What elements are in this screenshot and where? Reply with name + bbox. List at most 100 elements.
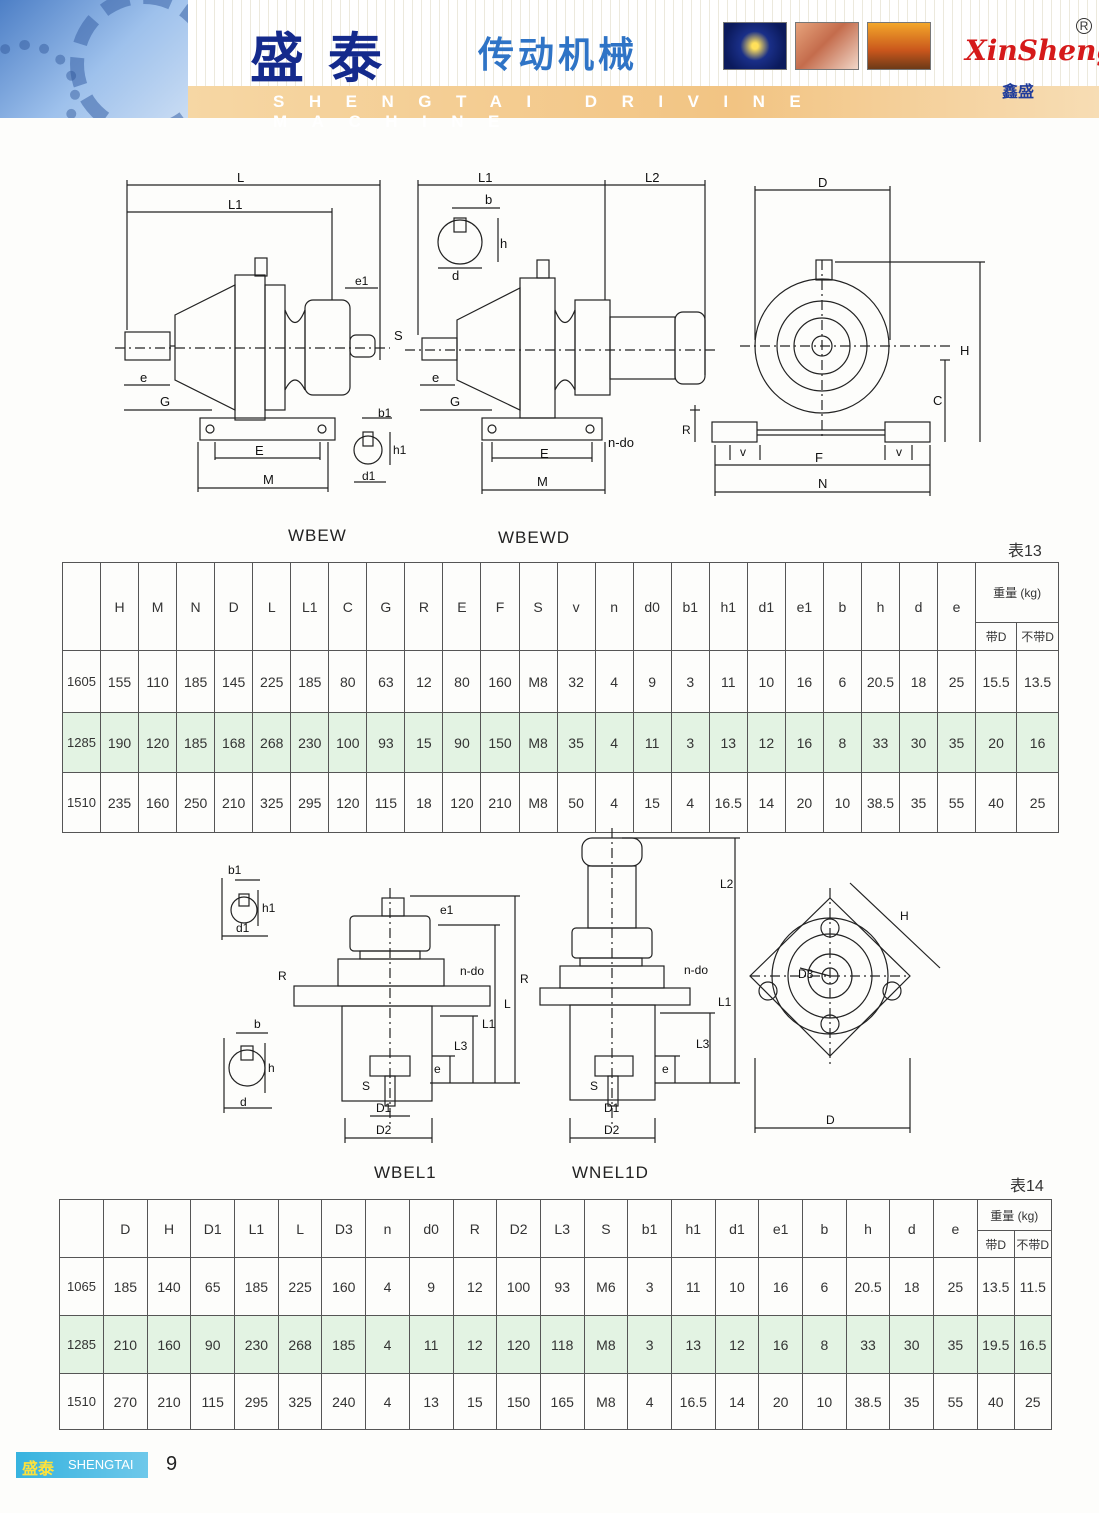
dim-h1: h1 [393,443,407,457]
table-cell: 120 [138,712,178,773]
table-cell: 32 [556,650,596,713]
table-cell: 25 [937,650,977,713]
table-cell: 120 [442,772,482,833]
col-header: R [452,1199,498,1258]
brand-logo-cn: 鑫盛 [1002,84,1035,101]
col-header: D3 [321,1199,367,1258]
table-cell: 185 [176,712,216,773]
table-cell: 11 [670,1257,716,1316]
dim-S: S [362,1079,370,1093]
table-cell: 10 [802,1373,847,1430]
table-cell: 230 [290,712,330,773]
col-header: b1 [670,562,710,651]
table-cell: 3 [627,1315,672,1374]
table-cell: 160 [146,1315,192,1374]
col-header: H [99,562,140,651]
col-header: n [594,562,634,651]
table-cell: 20 [758,1373,803,1430]
dim-n-do: n-do [608,435,634,450]
dim-h: h [500,236,507,251]
keyboard-photo [795,22,859,70]
table-cell: 16 [784,650,824,713]
col-header: b [822,562,862,651]
table-cell: 13 [408,1373,454,1430]
weight-with-d: 带D [976,1230,1015,1258]
table-cell: 190 [99,712,140,773]
table-cell: 185 [176,650,216,713]
bottom-labels: b1 h1 d1 b h d e1 R n-do L L1 L3 e S D1 … [228,863,909,1137]
col-header: h1 [670,1199,716,1258]
table-cell: 295 [234,1373,279,1430]
caption-wbel1: WBEL1 [374,1163,437,1182]
table-cell: 210 [103,1315,148,1374]
table14-label: 表14 [1010,1178,1044,1195]
table-cell: 240 [321,1373,367,1430]
weight-without-d: 不带D [1016,622,1060,651]
table-cell: 4 [365,1257,410,1316]
table14-corner [59,1199,104,1258]
dim-L1-b: L1 [478,170,492,185]
dim-e-b: e [432,370,439,385]
wbew-side-view [115,180,392,492]
table-cell: 90 [190,1315,236,1374]
table-cell: 15 [452,1373,498,1430]
table-cell: 185 [234,1257,279,1316]
dim-L: L [504,997,511,1011]
weight-without-d-cell: 13.5 [1016,650,1060,713]
wnel1d-view [539,828,740,1143]
table13-label: 表13 [1008,543,1042,560]
table-cell: 20.5 [860,650,900,713]
table-cell: M8 [518,712,558,773]
col-header: b1 [627,1199,672,1258]
table-cell: 33 [845,1315,891,1374]
table-cell: 4 [594,772,634,833]
wbewd-labels: L1 L2 b h d e G E M n-do [432,170,659,489]
weight-header: 重量 (kg) [976,1199,1052,1231]
table-cell: 11 [408,1315,454,1374]
table-cell: 110 [138,650,178,713]
col-header: d1 [714,1199,760,1258]
table-cell: 25 [933,1257,978,1316]
header-band: SHENGTAI DRIVINE MACHINE [188,86,1099,131]
weight-with-d-cell: 13.5 [976,1257,1015,1316]
front-labels: D H C R v v F N [682,175,969,491]
table-cell: 9 [408,1257,454,1316]
col-header: e [937,562,977,651]
table-cell: 185 [321,1315,367,1374]
table-cell: 15 [632,772,672,833]
dim-d1: d1 [236,921,250,935]
table-cell: 4 [670,772,710,833]
caption-wnel1d: WNEL1D [572,1163,649,1182]
gear-photo [0,0,188,118]
col-header: v [556,562,596,651]
table-cell: 35 [933,1315,978,1374]
dim-S: S [394,328,403,343]
dim-D3: D3 [798,967,814,981]
dim-e1: e1 [440,903,454,917]
table-cell: 268 [277,1315,323,1374]
weight-without-d-cell: 25 [1016,772,1060,833]
bottom-technical-drawing: b1 h1 d1 b h d e1 R n-do L L1 L3 e S D1 … [221,828,941,1143]
model-cell: 1605 [62,650,101,713]
dim-E-b: E [540,446,549,461]
col-header: D [103,1199,148,1258]
table-cell: 3 [627,1257,672,1316]
dim-L3-b: L3 [696,1037,710,1051]
table-cell: 65 [190,1257,236,1316]
dim-M: M [263,472,274,487]
table-cell: 35 [889,1373,935,1430]
col-header: d0 [408,1199,454,1258]
table-cell: 14 [746,772,786,833]
table-cell: 90 [442,712,482,773]
weight-without-d-cell: 16 [1016,712,1060,773]
table-cell: 3 [670,712,710,773]
table-cell: 35 [556,712,596,773]
table-cell: 185 [103,1257,148,1316]
table-cell: 9 [632,650,672,713]
table-cell: 160 [480,650,520,713]
table-cell: 15 [404,712,444,773]
